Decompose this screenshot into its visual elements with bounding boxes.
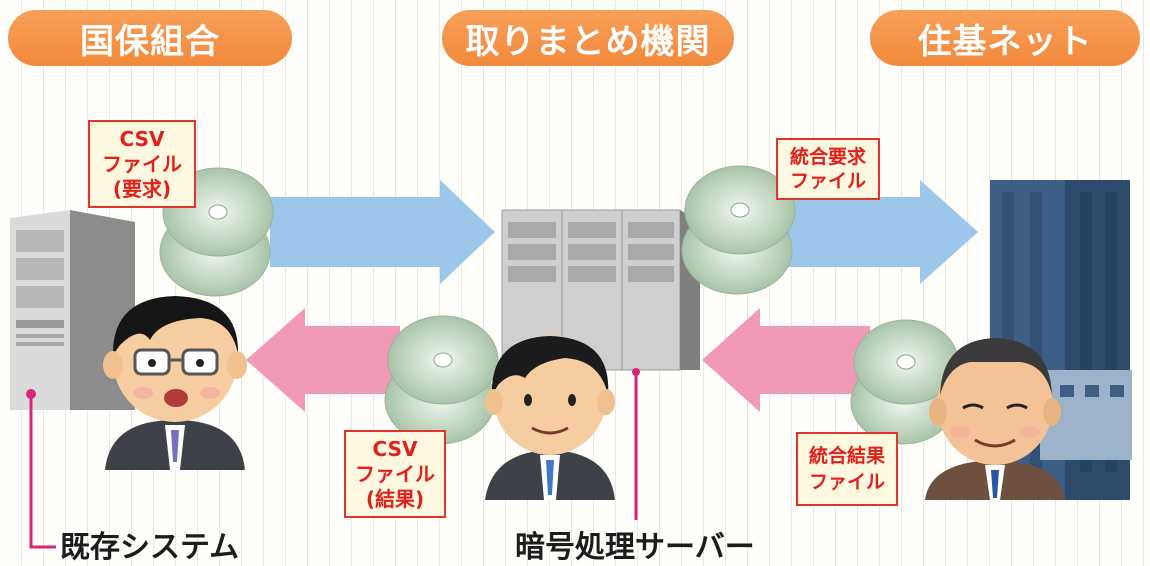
disc-icon-result-right — [850, 319, 959, 445]
label-encryption-server: 暗号処理サーバー — [515, 530, 755, 565]
callout-line: (要求) — [112, 176, 172, 201]
callout-line: CSV — [119, 126, 165, 151]
callout-line: ファイル — [102, 151, 182, 176]
juki-building-icon — [990, 180, 1132, 500]
disc-icon-result-center — [384, 315, 499, 445]
leader-line-existing-system — [29, 394, 56, 549]
callout-line: 統合結果 — [808, 445, 885, 467]
header-kokuho: 国保組合 — [8, 10, 292, 66]
kokuho-server-icon — [10, 210, 135, 410]
callout-line: ファイル — [355, 461, 435, 486]
callout-integration-result: 統合結果 ファイル — [796, 432, 898, 506]
person-kokuho-staff-icon — [103, 296, 247, 470]
arrow-result-to-kokuho — [246, 308, 400, 412]
callout-csv-result: CSV ファイル (結果) — [344, 430, 446, 518]
arrow-result-to-center — [702, 308, 870, 412]
person-juki-staff-icon — [925, 338, 1065, 500]
label-existing-system: 既存システム — [60, 530, 240, 565]
arrow-request-to-juki — [780, 180, 978, 284]
disc-icon-request-center — [681, 165, 796, 295]
callout-line: 統合要求 — [789, 146, 866, 168]
callout-integration-request: 統合要求 ファイル — [776, 138, 880, 200]
callout-line: (結果) — [365, 486, 425, 511]
callout-line: CSV — [372, 436, 418, 461]
header-center: 取りまとめ機関 — [442, 10, 734, 66]
person-center-staff-icon — [485, 335, 615, 500]
header-juki: 住基ネット — [870, 10, 1140, 66]
callout-line: ファイル — [808, 471, 885, 493]
callout-line: ファイル — [789, 170, 866, 192]
arrow-request-to-center — [270, 180, 495, 284]
callout-csv-request: CSV ファイル (要求) — [88, 120, 196, 208]
